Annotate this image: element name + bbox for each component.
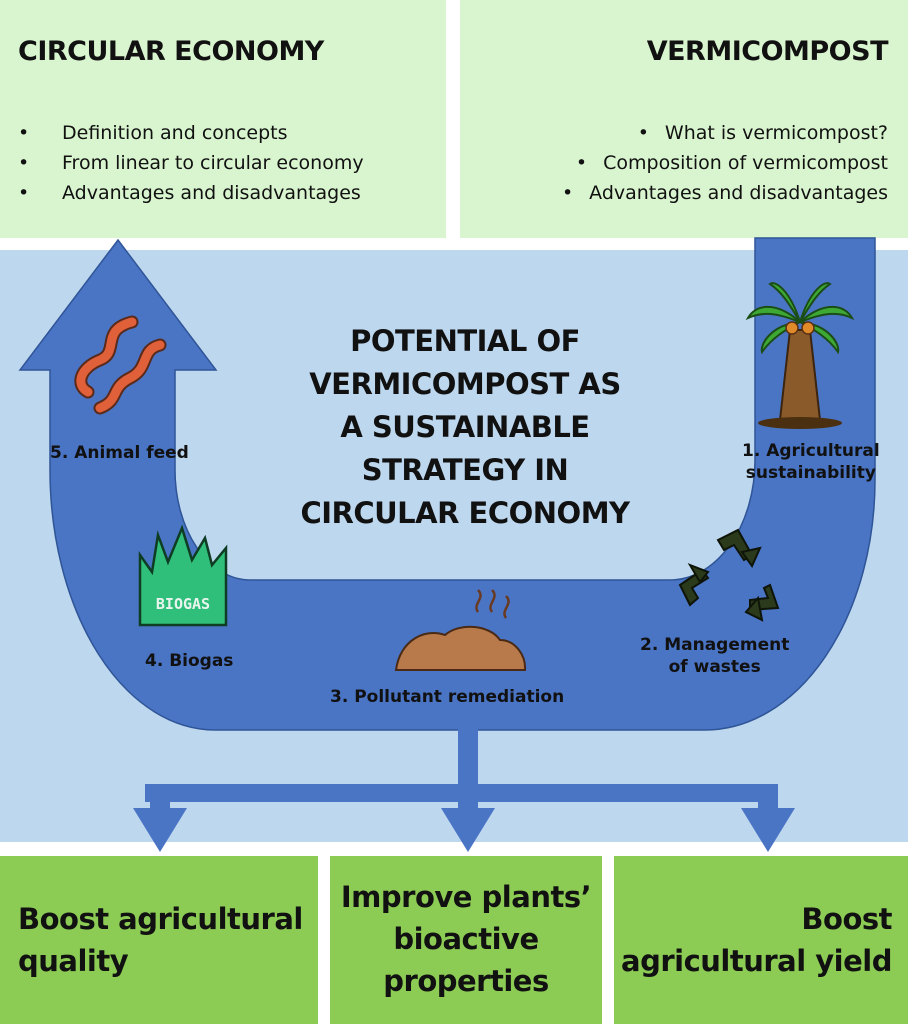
list-item: Definition and concepts [18, 118, 364, 148]
outcome-text-line: quality [18, 944, 129, 978]
branch-arrows [133, 725, 795, 852]
list-item: From linear to circular economy [18, 148, 364, 178]
outcome-text-line: Improve plants’ [340, 880, 592, 914]
vermicompost-box: VERMICOMPOST What is vermicompost? Compo… [460, 0, 908, 238]
vermicompost-title: VERMICOMPOST [646, 36, 889, 67]
center-title-line: VERMICOMPOST AS [309, 367, 621, 401]
step-management-of-wastes-label: 2. Management of wastes [640, 634, 789, 678]
worms-icon [74, 315, 167, 415]
center-title-line: A SUSTAINABLE [340, 410, 590, 444]
outcome-box-quality: Boost agricultural quality [0, 856, 318, 1024]
step-label-line: sustainability [745, 463, 876, 483]
biogas-icon-label: BIOGAS [156, 595, 210, 613]
outcome-text-line: properties [383, 964, 549, 998]
step-label-line: of wastes [668, 657, 761, 677]
step-label-line: 1. Agricultural [742, 441, 880, 461]
circular-economy-title: CIRCULAR ECONOMY [18, 36, 324, 67]
step-agricultural-sustainability-label: 1. Agricultural sustainability [742, 440, 880, 484]
list-item: What is vermicompost? [562, 118, 888, 148]
circular-economy-list: Definition and concepts From linear to c… [18, 118, 364, 208]
center-title-line: CIRCULAR ECONOMY [300, 496, 630, 530]
palm-tree-icon [745, 282, 855, 429]
step-animal-feed-label: 5. Animal feed [50, 443, 189, 463]
compost-pile-icon [394, 589, 527, 671]
outcome-text-line: agricultural yield [621, 944, 892, 978]
outcome-text-line: Boost agricultural [18, 902, 303, 936]
step-pollutant-remediation-label: 3. Pollutant remediation [330, 687, 565, 707]
list-item: Composition of vermicompost [562, 148, 888, 178]
center-title-line: POTENTIAL OF [350, 324, 580, 358]
circular-economy-box: CIRCULAR ECONOMY Definition and concepts… [0, 0, 446, 238]
center-title: POTENTIAL OF VERMICOMPOST AS A SUSTAINAB… [270, 320, 660, 535]
list-item: Advantages and disadvantages [18, 178, 364, 208]
list-item: Advantages and disadvantages [562, 178, 888, 208]
outcome-text-line: bioactive [393, 922, 539, 956]
outcome-text-line: Boost [801, 902, 892, 936]
outcome-box-bioactive: Improve plants’ bioactive properties [330, 856, 602, 1024]
vermicompost-list: What is vermicompost? Composition of ver… [562, 118, 888, 208]
step-label-line: 2. Management [640, 635, 790, 655]
biogas-icon: BIOGAS [138, 524, 228, 627]
outcome-box-yield: Boost agricultural yield [614, 856, 908, 1024]
step-biogas-label: 4. Biogas [145, 651, 234, 671]
cycle-arrow [18, 237, 876, 731]
recycle-icon [678, 528, 780, 622]
center-title-line: STRATEGY IN [361, 453, 569, 487]
